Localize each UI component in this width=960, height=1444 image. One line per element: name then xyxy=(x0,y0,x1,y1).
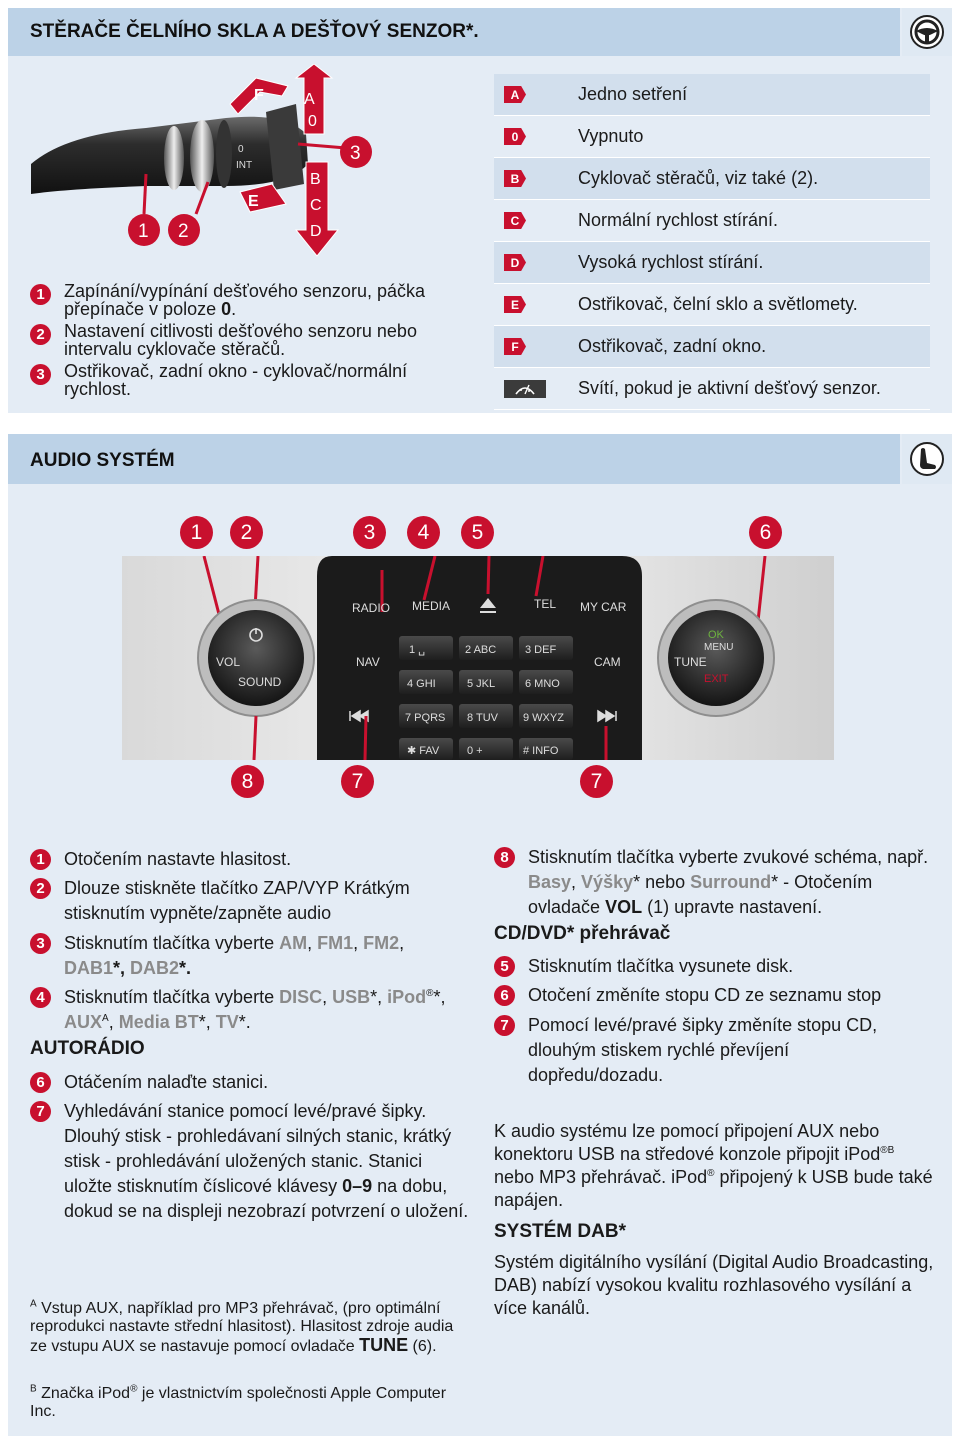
legend-row: F Ostřikovač, zadní okno. xyxy=(494,326,930,368)
svg-text:8 TUV: 8 TUV xyxy=(467,712,499,724)
cd-dvd-title: CD/DVD* přehrávač xyxy=(494,923,671,944)
audio-left-item-2: 2 Dlouze stiskněte tlačítko ZAP/VYP Krát… xyxy=(30,876,470,926)
svg-text:# INFO: # INFO xyxy=(523,745,559,757)
wiper-item-3-text: Ostřikovač, zadní okno - cyklovač/normál… xyxy=(64,361,408,399)
svg-text:0: 0 xyxy=(238,144,244,155)
callout-4: 4 xyxy=(407,516,440,549)
svg-text:INT: INT xyxy=(236,160,252,171)
svg-text:3 DEF: 3 DEF xyxy=(525,644,556,656)
audio-section: AUDIO SYSTÉM 1 2 3 4 5 6 RADIO MEDIA xyxy=(8,434,952,1436)
audio-section-header: AUDIO SYSTÉM xyxy=(8,434,900,484)
svg-text:2 ABC: 2 ABC xyxy=(465,644,496,656)
svg-text:1 ␣: 1 ␣ xyxy=(409,644,425,656)
svg-text:1: 1 xyxy=(138,221,149,242)
callout-2: 2 xyxy=(230,516,263,549)
svg-text:MEDIA: MEDIA xyxy=(412,599,450,613)
legend-row: D Vysoká rychlost stírání. xyxy=(494,242,930,284)
svg-text:E: E xyxy=(248,193,259,210)
wiper-section-title: STĚRAČE ČELNÍHO SKLA A DEŠŤOVÝ SENZOR*. xyxy=(30,21,479,42)
svg-text:NAV: NAV xyxy=(356,655,380,669)
svg-text:MY CAR: MY CAR xyxy=(580,600,627,614)
callout-5: 5 xyxy=(461,516,494,549)
svg-text:2: 2 xyxy=(178,221,189,242)
svg-text:✱ FAV: ✱ FAV xyxy=(407,745,440,757)
steering-wheel-icon xyxy=(902,8,952,56)
svg-text:3: 3 xyxy=(350,143,361,164)
seat-icon xyxy=(902,434,952,484)
dab-title: SYSTÉM DAB* xyxy=(494,1221,626,1242)
svg-text:TUNE: TUNE xyxy=(674,655,707,669)
wiper-item-1: 1 Zapínání/vypínání dešťového senzoru, p… xyxy=(30,282,460,318)
svg-text:0: 0 xyxy=(308,113,317,130)
aux-paragraph: K audio systému lze pomocí připojení AUX… xyxy=(494,1121,933,1210)
keypad: 1 ␣ 2 ABC 3 DEF 4 GHI 5 JKL 6 MNO 7 PQRS… xyxy=(399,636,573,760)
svg-text:F: F xyxy=(254,87,264,104)
svg-text:MENU: MENU xyxy=(704,642,733,653)
svg-text:4 GHI: 4 GHI xyxy=(407,678,436,690)
audio-right-item-7: 7 Pomocí levé/pravé šipky změníte stopu … xyxy=(494,1013,914,1088)
svg-text:RADIO: RADIO xyxy=(352,601,390,615)
dab-paragraph: Systém digitálního vysílání (Digital Aud… xyxy=(494,1252,934,1318)
wiper-item-3: 3 Ostřikovač, zadní okno - cyklovač/norm… xyxy=(30,362,460,398)
footnote-b: B Značka iPod® je vlastnictvím společnos… xyxy=(30,1383,447,1420)
callout-7a: 7 xyxy=(341,765,374,798)
footnote-a: A Vstup AUX, například pro MP3 přehrávač… xyxy=(30,1298,454,1355)
legend-row: A Jedno setření xyxy=(494,74,930,116)
svg-text:7 PQRS: 7 PQRS xyxy=(405,712,445,724)
svg-text:C: C xyxy=(310,197,322,214)
rain-sensor-icon xyxy=(504,379,546,398)
autoradio-title: AUTORÁDIO xyxy=(30,1038,145,1059)
legend-row: E Ostřikovač, čelní sklo a světlomety. xyxy=(494,284,930,326)
audio-left-item-3: 3 Stisknutím tlačítka vyberte AM, FM1, F… xyxy=(30,931,470,981)
svg-text:SOUND: SOUND xyxy=(238,675,282,689)
svg-text:D: D xyxy=(310,223,322,240)
svg-text:EXIT: EXIT xyxy=(704,673,729,685)
audio-left-item-7: 7 Vyhledávání stanice pomocí levé/pravé … xyxy=(30,1099,470,1224)
wiper-section: STĚRAČE ČELNÍHO SKLA A DEŠŤOVÝ SENZOR*. … xyxy=(8,8,952,413)
callout-1: 1 xyxy=(180,516,213,549)
svg-text:TEL: TEL xyxy=(534,597,556,611)
callout-6: 6 xyxy=(749,516,782,549)
audio-left-item-4: 4 Stisknutím tlačítka vyberte DISC, USB*… xyxy=(30,985,470,1035)
svg-text:6 MNO: 6 MNO xyxy=(525,678,560,690)
audio-section-title: AUDIO SYSTÉM xyxy=(30,450,175,471)
legend-row: C Normální rychlost stírání. xyxy=(494,200,930,242)
wiper-lever-diagram: 0 INT F A 0 B C D E 1 2 3 xyxy=(31,64,372,257)
audio-right-item-6: 6 Otočení změníte stopu CD ze seznamu st… xyxy=(494,983,934,1008)
wiper-legend-table: A Jedno setření 0 Vypnuto B Cyklovač stě… xyxy=(494,74,930,410)
wiper-section-header: STĚRAČE ČELNÍHO SKLA A DEŠŤOVÝ SENZOR*. xyxy=(8,8,900,56)
callout-7b: 7 xyxy=(580,765,613,798)
audio-left-item-1: 1 Otočením nastavte hlasitost. xyxy=(30,847,470,872)
svg-text:5 JKL: 5 JKL xyxy=(467,678,495,690)
legend-row: 0 Vypnuto xyxy=(494,116,930,158)
svg-text:9 WXYZ: 9 WXYZ xyxy=(523,712,564,724)
svg-text:OK: OK xyxy=(708,629,725,641)
audio-left-item-6: 6 Otáčením nalaďte stanici. xyxy=(30,1070,470,1095)
callout-3: 3 xyxy=(353,516,386,549)
legend-row: Svítí, pokud je aktivní dešťový senzor. xyxy=(494,368,930,410)
svg-text:CAM: CAM xyxy=(594,655,621,669)
svg-text:0 +: 0 + xyxy=(467,745,483,757)
callout-8: 8 xyxy=(231,765,264,798)
svg-text:A: A xyxy=(304,91,315,108)
svg-text:VOL: VOL xyxy=(216,655,240,669)
audio-right-item-5: 5 Stisknutím tlačítka vysunete disk. xyxy=(494,954,934,979)
wiper-item-1-text: Zapínání/vypínání dešťového senzoru, páč… xyxy=(64,281,425,319)
wiper-item-2: 2 Nastavení citlivosti dešťového senzoru… xyxy=(30,322,460,358)
wiper-item-2-text: Nastavení citlivosti dešťového senzoru n… xyxy=(64,321,417,359)
legend-row: B Cyklovač stěračů, viz také (2). xyxy=(494,158,930,200)
audio-control-panel: RADIO MEDIA TEL MY CAR NAV CAM 1 ␣ 2 ABC… xyxy=(122,556,834,760)
audio-right-item-8: 8 Stisknutím tlačítka vyberte zvukové sc… xyxy=(494,845,934,920)
svg-text:B: B xyxy=(310,171,321,188)
